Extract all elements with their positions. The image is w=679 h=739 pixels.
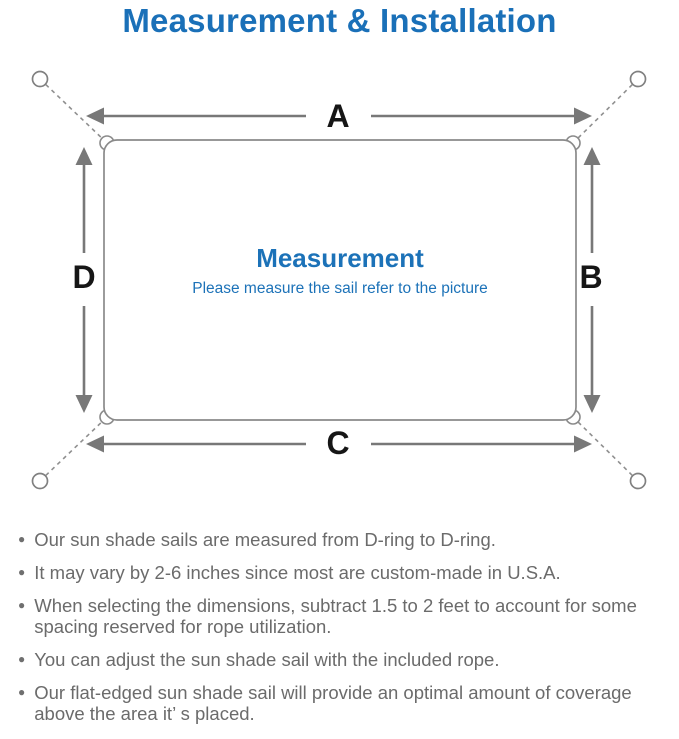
bullet-icon: ● bbox=[18, 685, 26, 699]
note-text: When selecting the dimensions, subtract … bbox=[34, 595, 637, 637]
anchor-ring-icon bbox=[629, 70, 647, 88]
list-item: ● Our sun shade sails are measured from … bbox=[18, 529, 668, 550]
dimension-a-arrow bbox=[86, 107, 592, 125]
arrowhead-left-icon bbox=[86, 107, 104, 125]
arrowhead-right-icon bbox=[574, 435, 592, 453]
sail-caption-subtitle: Please measure the sail refer to the pic… bbox=[192, 280, 488, 297]
dimension-label-d: D bbox=[72, 259, 96, 295]
anchor-rings bbox=[31, 70, 647, 490]
anchor-ring-icon bbox=[31, 472, 49, 490]
dimension-b-arrow bbox=[583, 147, 601, 413]
bullet-icon: ● bbox=[18, 652, 26, 666]
list-item: ● When selecting the dimensions, subtrac… bbox=[18, 595, 668, 637]
dimension-c-arrow bbox=[86, 435, 592, 453]
anchor-ring-icon bbox=[629, 472, 647, 490]
bullet-icon: ● bbox=[18, 598, 26, 612]
dashed-rope-line bbox=[572, 416, 639, 482]
dimension-d-arrow bbox=[75, 147, 93, 413]
list-item: ● You can adjust the sun shade sail with… bbox=[18, 649, 668, 670]
note-text: You can adjust the sun shade sail with t… bbox=[34, 649, 500, 670]
page-title: Measurement & Installation bbox=[122, 2, 557, 39]
dimension-label-a: A bbox=[326, 98, 350, 134]
bullet-icon: ● bbox=[18, 565, 26, 579]
note-text: Our flat-edged sun shade sail will provi… bbox=[34, 682, 632, 724]
notes-list: ● Our sun shade sails are measured from … bbox=[18, 529, 668, 736]
note-text: It may vary by 2-6 inches since most are… bbox=[34, 562, 561, 583]
bullet-icon: ● bbox=[18, 532, 26, 546]
list-item: ● Our flat-edged sun shade sail will pro… bbox=[18, 682, 668, 724]
anchor-ring-icon bbox=[31, 70, 49, 88]
sail-outline bbox=[103, 139, 577, 421]
sail-caption: Measurement Please measure the sail refe… bbox=[104, 242, 576, 299]
sail-caption-heading: Measurement bbox=[256, 243, 424, 273]
list-item: ● It may vary by 2-6 inches since most a… bbox=[18, 562, 668, 583]
note-text: Our sun shade sails are measured from D-… bbox=[34, 529, 496, 550]
arrowhead-left-icon bbox=[86, 435, 104, 453]
dimension-label-c: C bbox=[326, 425, 350, 461]
arrowhead-up-icon bbox=[583, 147, 601, 165]
measurement-diagram bbox=[31, 70, 647, 490]
arrowhead-down-icon bbox=[75, 395, 93, 413]
arrowhead-right-icon bbox=[574, 107, 592, 125]
dashed-rope-line bbox=[572, 78, 639, 144]
dimension-label-b: B bbox=[579, 259, 603, 295]
arrowhead-down-icon bbox=[583, 395, 601, 413]
arrowhead-up-icon bbox=[75, 147, 93, 165]
